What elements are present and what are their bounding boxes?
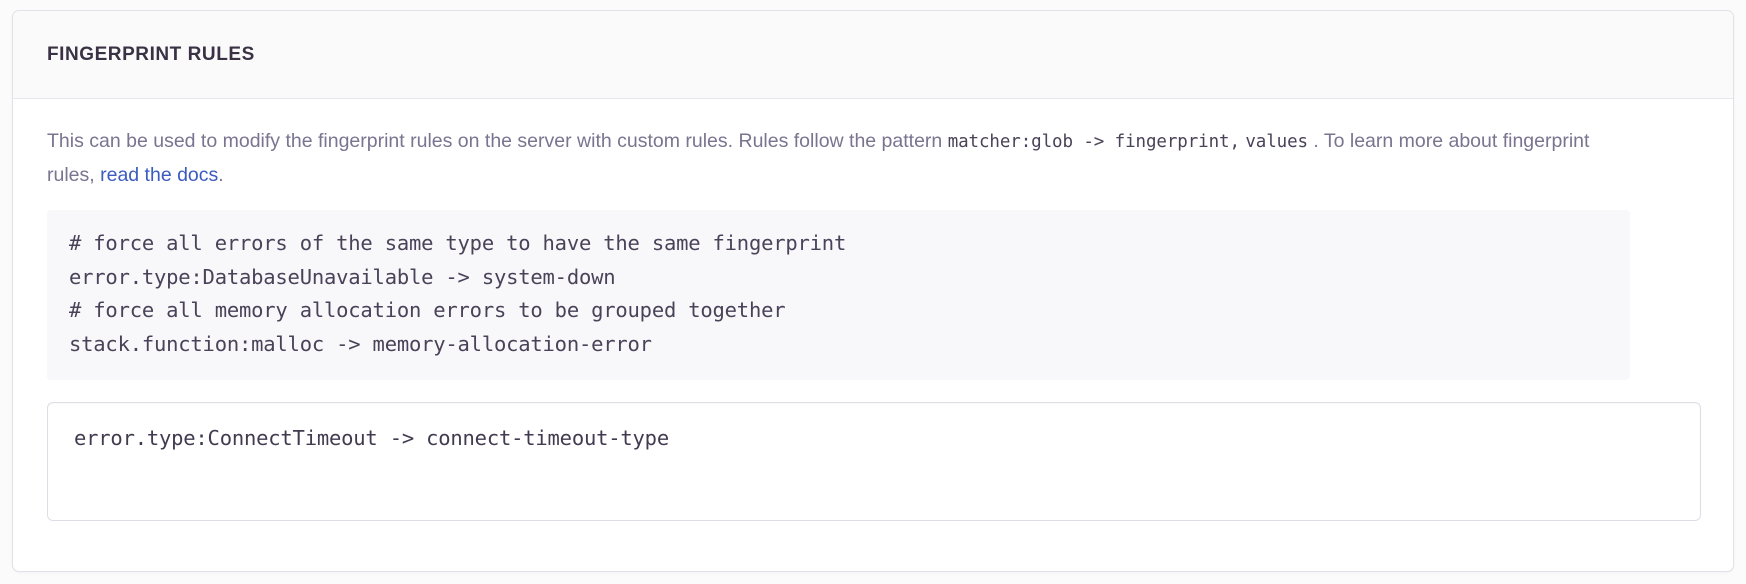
fingerprint-rules-panel: FINGERPRINT RULES This can be used to mo…: [12, 10, 1734, 572]
description-text-part-2: . To learn more about fingerprint rules,: [47, 130, 1590, 186]
read-the-docs-link[interactable]: read the docs: [100, 164, 219, 186]
example-line: # force all memory allocation errors to …: [69, 298, 786, 322]
example-line: error.type:DatabaseUnavailable -> system…: [69, 264, 616, 289]
inline-code-values: values: [1245, 132, 1308, 152]
description-text-part-1: This can be used to modify the fingerpri…: [47, 130, 948, 152]
panel-header: FINGERPRINT RULES: [13, 11, 1733, 99]
panel-description: This can be used to modify the fingerpri…: [47, 125, 1637, 192]
panel-body: This can be used to modify the fingerpri…: [13, 99, 1733, 521]
inline-code-pattern: matcher:glob -> fingerprint,: [947, 132, 1240, 152]
page-title: FINGERPRINT RULES: [47, 43, 255, 65]
example-line: # force all errors of the same type to h…: [69, 231, 847, 255]
example-line: stack.function:malloc -> memory-allocati…: [69, 331, 652, 356]
description-text-part-3: .: [218, 164, 224, 186]
example-rules-code-block: # force all errors of the same type to h…: [47, 210, 1630, 380]
fingerprint-rules-input[interactable]: [47, 402, 1701, 521]
